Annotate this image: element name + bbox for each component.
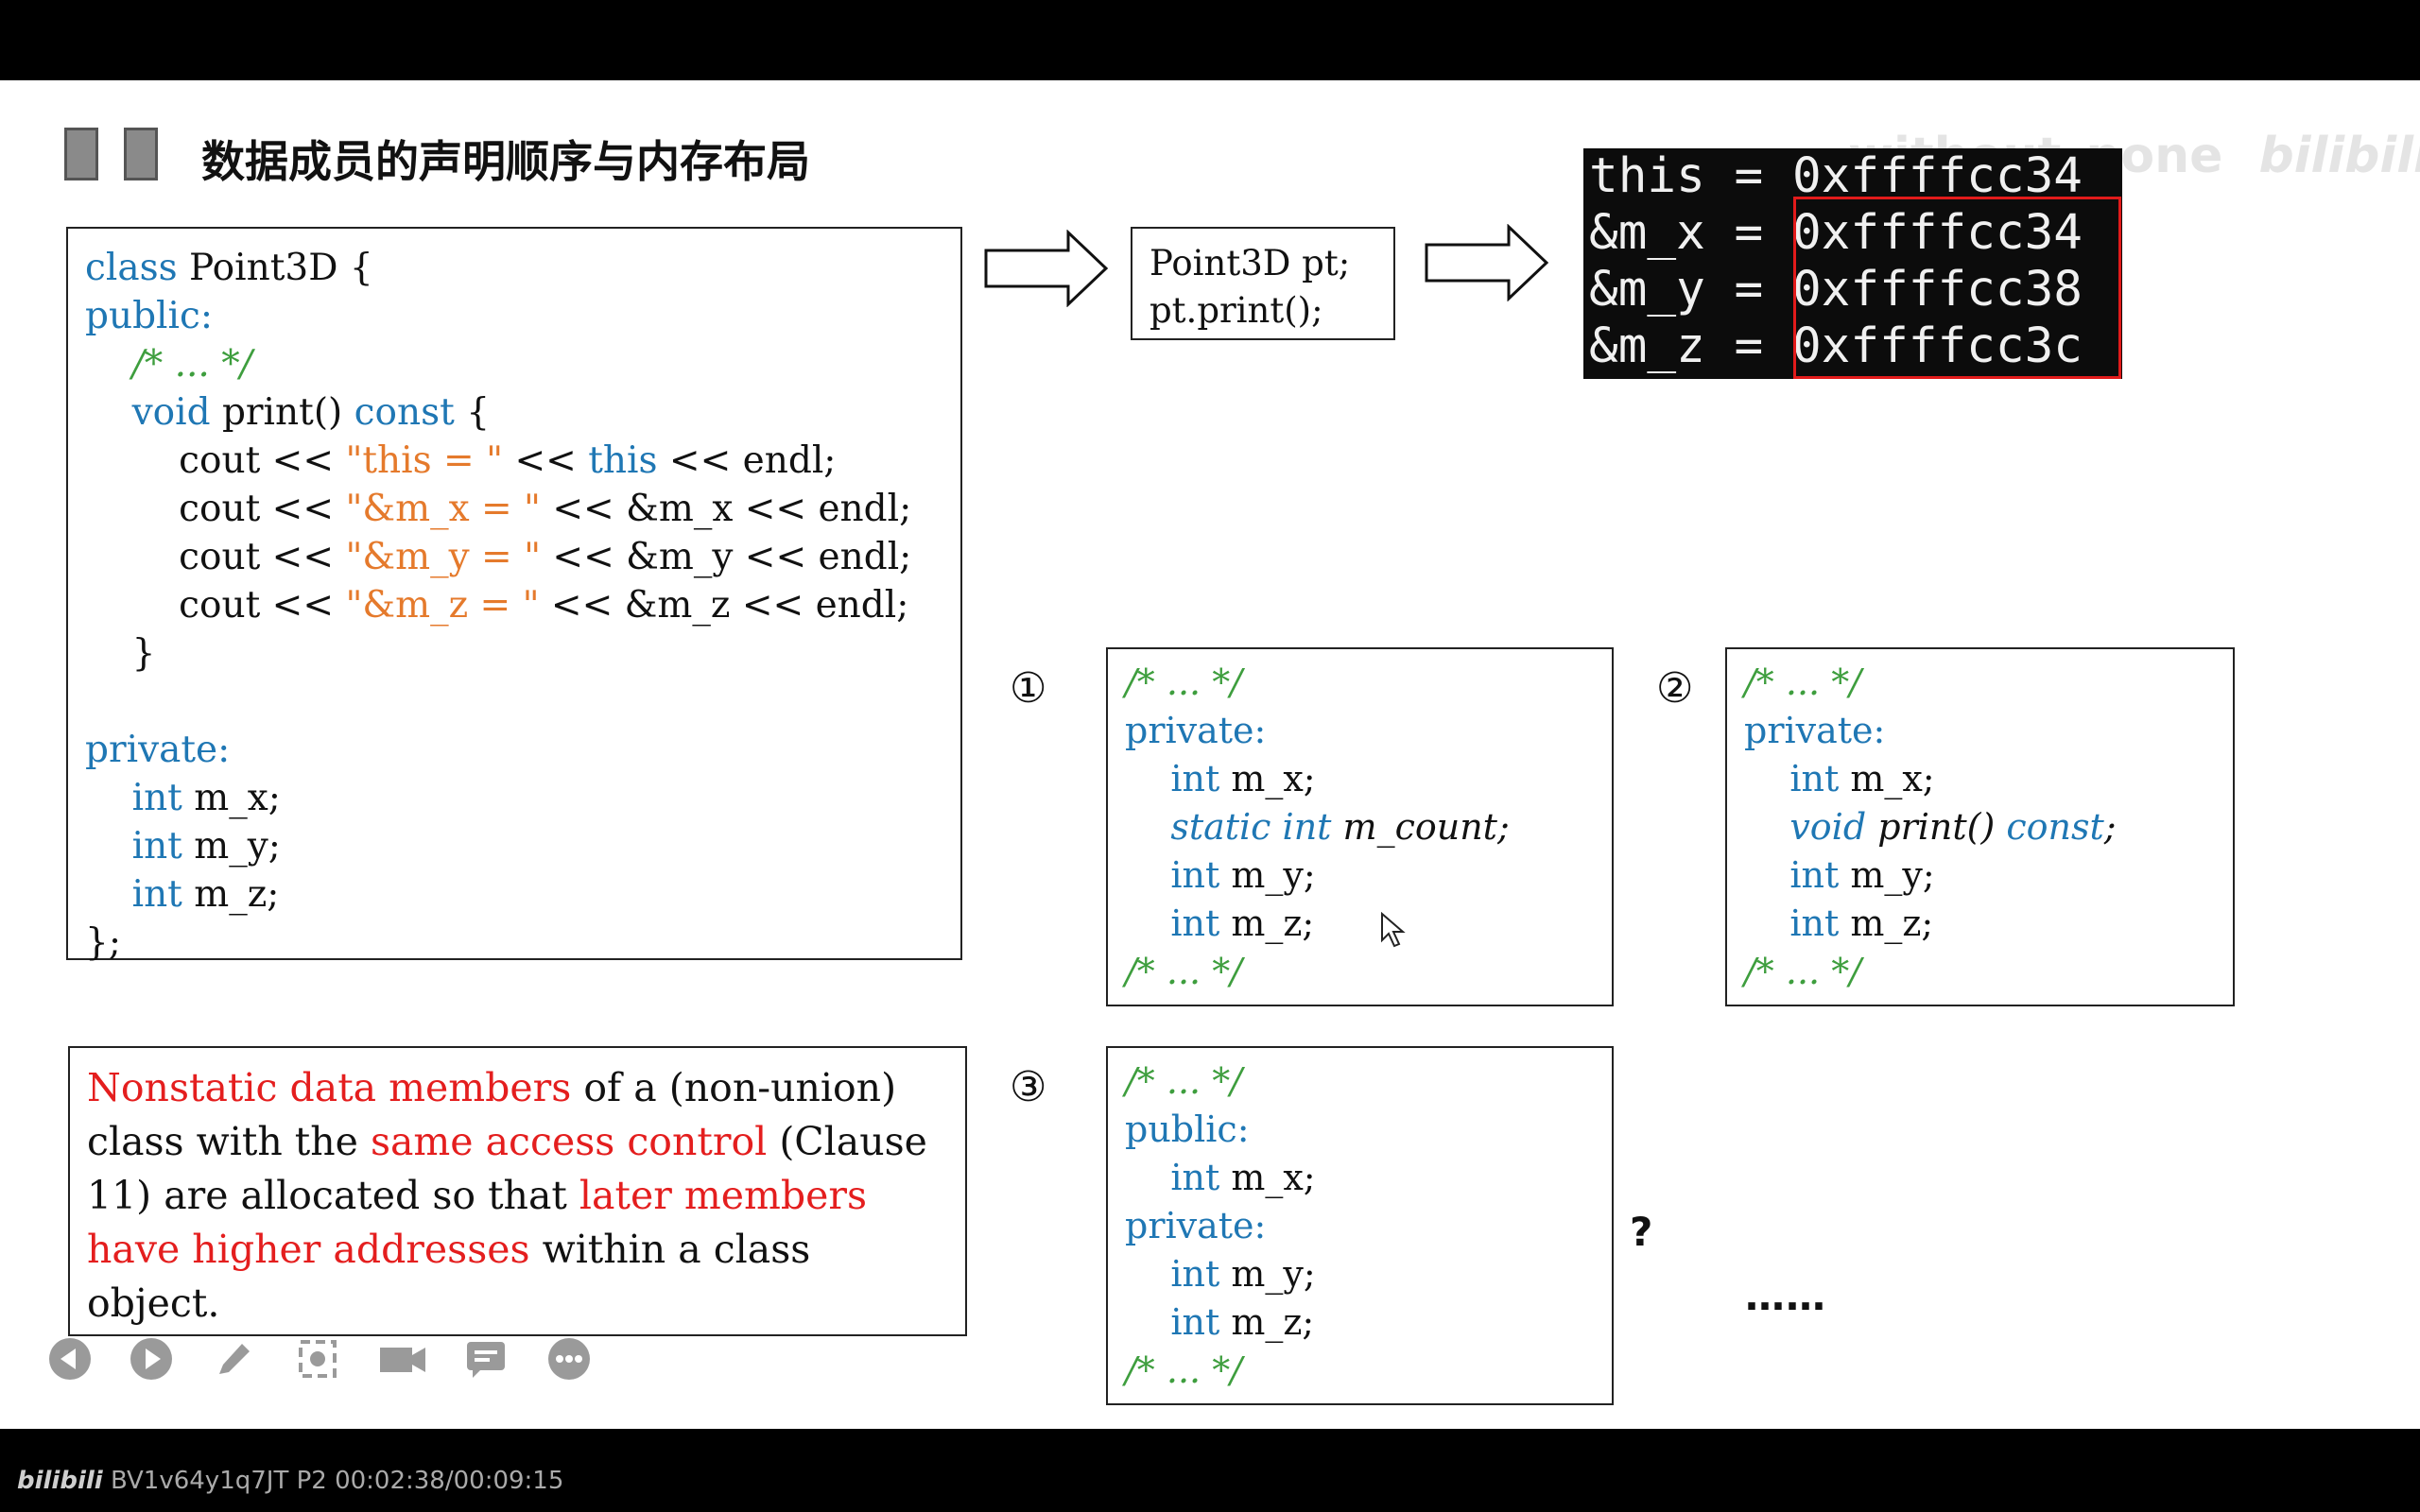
mouse-cursor-icon	[1381, 912, 1406, 948]
ellipsis: ……	[1745, 1273, 1826, 1319]
example-box-2: /* ... */ private: int m_x; void print()…	[1725, 647, 2235, 1006]
main-code: class Point3D { public: /* ... */ void p…	[85, 247, 912, 964]
usage-code-box: Point3D pt; pt.print();	[1131, 227, 1395, 340]
top-black-bar	[0, 0, 2420, 80]
title-decoration-icon	[124, 128, 158, 180]
camera-icon[interactable]	[378, 1336, 427, 1382]
example-box-3: /* ... */ public: int m_x; private: int …	[1106, 1046, 1614, 1405]
example-box-1: /* ... */ private: int m_x; static int m…	[1106, 647, 1614, 1006]
next-icon[interactable]	[129, 1336, 174, 1382]
example-marker-2: ②	[1656, 664, 1694, 713]
terminal-line: &m_x = 0xffffcc34	[1589, 205, 2083, 261]
title-decoration-icon	[64, 128, 98, 180]
terminal-line: this = 0xffffcc34	[1589, 148, 2083, 204]
bilibili-logo: bilibili	[17, 1467, 103, 1495]
watermark-logo: bilibili	[2258, 128, 2420, 184]
example-marker-3: ③	[1010, 1063, 1047, 1111]
question-mark: ?	[1630, 1209, 1653, 1255]
example-marker-1: ①	[1010, 664, 1047, 713]
code-keyword: class	[85, 247, 178, 289]
usage-line-1: Point3D pt;	[1150, 243, 1351, 284]
comment-icon[interactable]	[463, 1336, 509, 1382]
address-highlight-box	[1793, 197, 2121, 379]
main-code-box: class Point3D { public: /* ... */ void p…	[66, 227, 962, 964]
right-arrow-icon	[984, 230, 1109, 307]
more-icon[interactable]	[546, 1336, 592, 1382]
slide-title: 数据成员的声明顺序与内存布局	[201, 136, 810, 187]
standard-quote: Nonstatic data members of a (non-union) …	[68, 1046, 967, 1336]
terminal-line: &m_z = 0xffffcc3c	[1589, 318, 2083, 374]
bottom-black-bar	[0, 1429, 2420, 1512]
prev-icon[interactable]	[47, 1336, 93, 1382]
right-arrow-icon	[1425, 224, 1549, 301]
pen-icon[interactable]	[212, 1336, 257, 1382]
terminal-output: this = 0xffffcc34 &m_x = 0xffffcc34 &m_y…	[1583, 148, 2122, 379]
terminal-line: &m_y = 0xffffcc38	[1589, 262, 2083, 318]
video-id-time: BV1v64y1q7JT P2 00:02:38/00:09:15	[110, 1467, 564, 1495]
video-info: bilibili BV1v64y1q7JT P2 00:02:38/00:09:…	[17, 1467, 563, 1495]
code-comment: /* ... */	[131, 343, 252, 386]
screenshot-icon[interactable]	[295, 1336, 340, 1382]
usage-line-2: pt.print();	[1150, 290, 1323, 331]
